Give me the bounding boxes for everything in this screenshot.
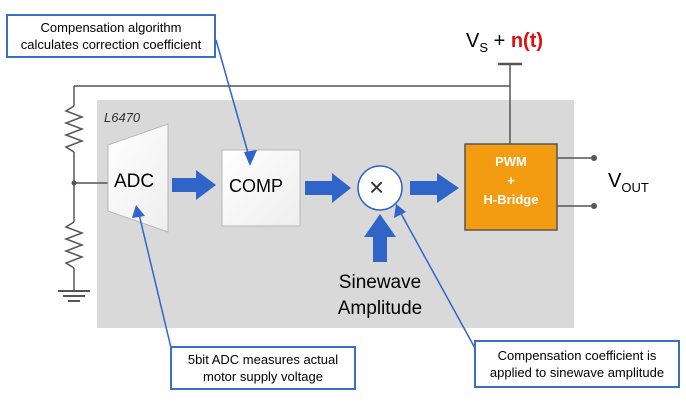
pwm-label-line2: +	[507, 173, 515, 188]
pointer-left-head	[132, 205, 145, 218]
callout-left-line2: motor supply voltage	[203, 369, 323, 384]
pwm-label: PWM + H-Bridge	[465, 152, 557, 209]
adc-label: ADC	[114, 171, 155, 192]
output-terminal-top	[591, 155, 597, 161]
supply-v: V	[466, 30, 480, 52]
pointer-left-callout	[137, 209, 173, 353]
supply-noise: n(t)	[510, 30, 544, 52]
pointer-top-head	[244, 150, 257, 166]
callout-right-line1: Compensation coefficient is	[497, 348, 657, 363]
pointer-top-callout	[215, 39, 251, 161]
arrow-multiplier-to-pwm	[410, 173, 459, 203]
output-sub: OUT	[621, 180, 649, 195]
pointer-right-head	[394, 204, 406, 218]
multiplier-block	[357, 165, 403, 211]
callout-compensation-algorithm: Compensation algorithm calculates correc…	[6, 14, 216, 58]
pointer-right-callout	[397, 207, 477, 351]
supply-rail	[498, 62, 522, 144]
output-terminal-bottom	[591, 203, 597, 209]
chip-label: L6470	[104, 110, 141, 125]
pwm-hbridge-block	[464, 143, 558, 231]
comp-label: COMP	[229, 176, 283, 196]
supply-label: VS + n(t)	[466, 30, 543, 55]
arrow-comp-to-multiplier	[305, 173, 351, 203]
arrow-adc-to-comp	[172, 170, 216, 200]
output-label: VOUT	[608, 170, 649, 195]
resistor-bottom	[63, 221, 85, 269]
supply-plus: +	[488, 30, 511, 52]
arrow-amplitude-to-multiplier	[364, 214, 396, 262]
callout-adc-measurement: 5bit ADC measures actual motor supply vo…	[170, 346, 356, 390]
voltage-divider	[63, 85, 510, 290]
adc-block	[107, 123, 169, 233]
multiplier-symbol: ×	[369, 172, 385, 202]
input-line1: Sinewave	[338, 272, 422, 293]
callout-left-line1: 5bit ADC measures actual	[187, 352, 339, 367]
output-v: V	[608, 170, 622, 192]
pwm-label-line1: PWM	[495, 154, 527, 169]
callout-coefficient-applied: Compensation coefficient is applied to s…	[474, 340, 680, 388]
supply-sub: S	[479, 40, 489, 55]
callout-right-line2: applied to sinewave amplitude	[489, 365, 665, 380]
callout-top-line1: Compensation algorithm	[40, 20, 182, 35]
divider-node	[71, 180, 77, 186]
input-line2: Amplitude	[337, 298, 423, 319]
comp-block	[221, 149, 301, 227]
pwm-label-line3: H-Bridge	[483, 192, 539, 207]
resistor-top	[63, 105, 85, 153]
output-terminals	[557, 157, 592, 207]
callout-top-line2: calculates correction coefficient	[20, 37, 202, 52]
ground-icon	[58, 290, 90, 302]
sinewave-amplitude-label: Sinewave Amplitude	[322, 270, 438, 322]
